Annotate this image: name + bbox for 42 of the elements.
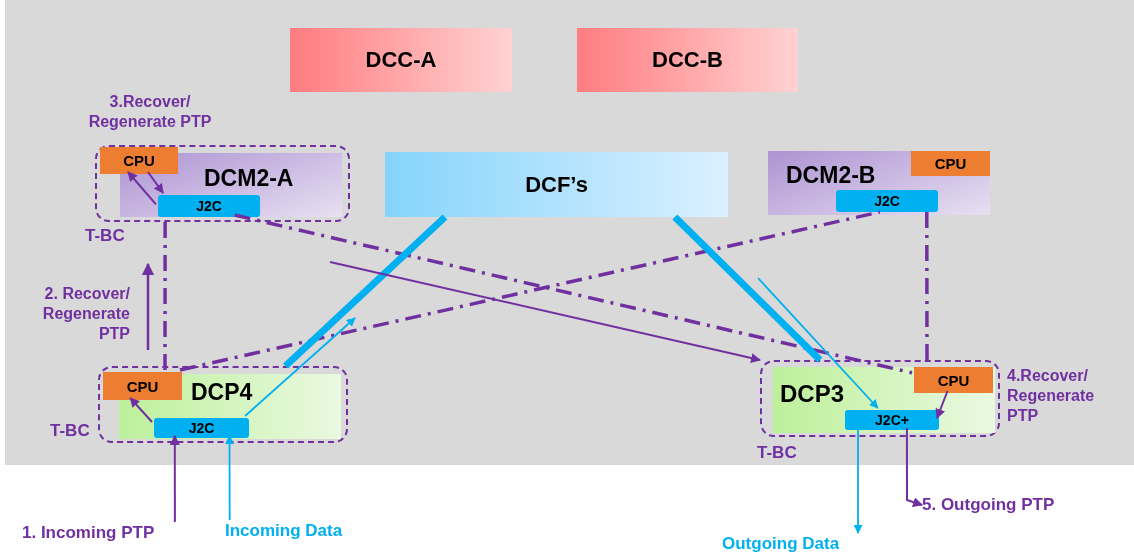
controller-box: DCC-A <box>290 28 512 92</box>
io-label: Incoming Data <box>225 520 380 542</box>
group-label: T-BC <box>85 226 125 246</box>
controller-box: DCC-B <box>577 28 798 92</box>
cpu-chip: CPU <box>100 147 178 174</box>
cpu-chip: CPU <box>914 367 993 393</box>
arrow <box>146 171 165 194</box>
arrow <box>127 171 157 206</box>
step-note: 3.Recover/ Regenerate PTP <box>87 92 213 132</box>
module-label: DCP3 <box>780 380 845 408</box>
thick-link <box>672 214 823 363</box>
arrow <box>225 435 235 521</box>
j2c-chip: J2C <box>154 418 249 438</box>
j2c-chip: J2C <box>836 190 938 212</box>
step-note: 4.Recover/ Regenerate PTP <box>1007 366 1096 426</box>
module-label: DCM2-B <box>786 162 876 189</box>
arrow <box>244 317 356 417</box>
j2c-chip: J2C+ <box>845 410 939 430</box>
thick-link <box>283 214 448 369</box>
cpu-chip: CPU <box>911 151 990 176</box>
arrow <box>169 435 180 523</box>
io-label: 1. Incoming PTP <box>22 522 190 544</box>
module-label: DCP4 <box>191 379 253 406</box>
module-box <box>773 367 995 433</box>
module-box <box>768 151 990 215</box>
arrow <box>129 397 153 423</box>
io-label: Outgoing Data <box>722 533 872 555</box>
step-note: 2. Recover/ Regenerate PTP <box>41 284 130 344</box>
module-box <box>120 153 342 217</box>
module-label: DCM2-A <box>204 165 294 192</box>
cpu-chip: CPU <box>103 372 182 400</box>
io-label: 5. Outgoing PTP <box>922 494 1097 516</box>
dash-dot-link <box>163 222 167 370</box>
arrow <box>757 277 879 409</box>
j2c-chip: J2C <box>158 195 260 217</box>
group-label: T-BC <box>757 443 797 463</box>
arrow <box>935 390 949 419</box>
arrow <box>329 261 761 363</box>
group-label: T-BC <box>50 421 90 441</box>
arrow <box>853 427 863 534</box>
arrow <box>905 427 923 507</box>
fabric-box: DCF’s <box>385 152 728 217</box>
